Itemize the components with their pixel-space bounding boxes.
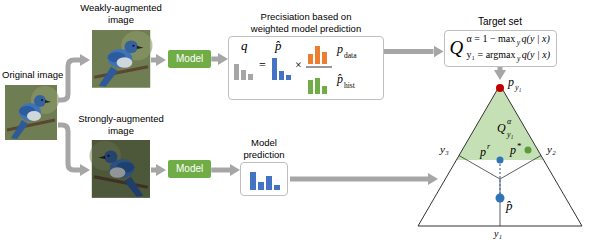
simplex (418, 84, 582, 226)
photo-shade (92, 140, 150, 198)
drawn-rect (274, 185, 280, 190)
drawn-circle (496, 194, 505, 203)
image-caption: Strongly-augmented image (71, 113, 171, 137)
drawn-polygon (418, 85, 582, 226)
drawn-path (151, 58, 156, 63)
original-photo (5, 85, 59, 140)
class-label: y₃ (440, 144, 449, 155)
drawn-path (58, 125, 80, 170)
box-label: Model (176, 54, 203, 64)
drawn-path (306, 67, 332, 68)
drawn-rect (272, 58, 277, 80)
strong-photo (90, 140, 150, 198)
drawn-rect (308, 54, 313, 64)
math-superscript: r (487, 143, 490, 151)
panel-heading: Precisiation based on weighted model pre… (244, 11, 369, 34)
drawn-path (499, 160, 500, 198)
flow-arrow (211, 57, 218, 62)
drawn-rect (315, 78, 320, 94)
prediction-box: Model prediction (240, 162, 288, 196)
drawn-circle (525, 147, 532, 154)
math-term: p (337, 43, 343, 55)
class-label: y₁ (494, 229, 502, 239)
drawn-polygon (456, 85, 543, 160)
drawn-rect (286, 75, 291, 80)
drawn-rect (266, 176, 272, 190)
drawn-circle (496, 84, 504, 92)
point-symbol: p (510, 144, 516, 156)
drawn-path (459, 156, 541, 227)
math-term: × (295, 59, 302, 71)
math-subscript: y₁ (515, 84, 521, 92)
drawn-rect (250, 172, 256, 190)
math-term: q(y | x) (522, 50, 550, 60)
panel-heading: Model prediction (233, 137, 295, 160)
drawn-circle (497, 157, 504, 164)
math-term: q (241, 39, 248, 52)
target-set-box: Target setQα = 1 − maxyq(y | x)y₁ = argm… (444, 30, 557, 67)
math-term: = (259, 59, 266, 71)
drawn-rect (234, 64, 239, 80)
drawn-rect (308, 80, 313, 94)
math-subscript: y₁ (507, 131, 513, 139)
precisiation-panel: Precisiation based on weighted model pre… (228, 36, 384, 100)
drawn-rect (258, 182, 264, 190)
math-term: hist (344, 82, 355, 90)
region-symbol: Q (497, 122, 506, 134)
connectors (211, 52, 433, 171)
math-term: p̂ (275, 39, 282, 52)
class-label: y₂ (547, 144, 556, 155)
math-term: y (517, 55, 520, 63)
math-term: Q (450, 38, 464, 57)
math-term: y (517, 39, 520, 47)
image-caption: Original image (2, 70, 63, 80)
drawn-rect (322, 52, 327, 64)
drawn-path (151, 168, 156, 173)
image-caption: Weakly-augmented image (71, 2, 171, 26)
math-term: q(y | x) (522, 34, 550, 44)
box-label: Model (176, 164, 203, 174)
model-box: Model (168, 50, 211, 68)
bar-charts (234, 46, 332, 190)
math-superscript: * (517, 142, 522, 151)
math-term: y₁ = argmax (467, 50, 516, 60)
drawn-rect (241, 70, 246, 80)
weak-photo (92, 30, 152, 88)
drawn-path (58, 60, 80, 100)
flow-arrow (211, 168, 230, 173)
drawn-rect (248, 74, 253, 80)
math-superscript: α (507, 118, 511, 126)
panel-heading: Target set (455, 16, 545, 28)
drawn-rect (279, 71, 284, 80)
flow-arrow (384, 49, 434, 54)
math-term: α = 1 − max (467, 34, 516, 44)
model-box: Model (168, 160, 211, 178)
point-symbol: p (480, 146, 486, 158)
drawn-path (290, 177, 428, 182)
math-term: data (344, 52, 357, 60)
drawn-rect (315, 46, 320, 64)
math-term: p̂ (337, 73, 343, 85)
point-symbol: p̂ (506, 199, 513, 212)
drawn-rect (322, 86, 327, 94)
vertex-symbol: p (508, 76, 514, 88)
